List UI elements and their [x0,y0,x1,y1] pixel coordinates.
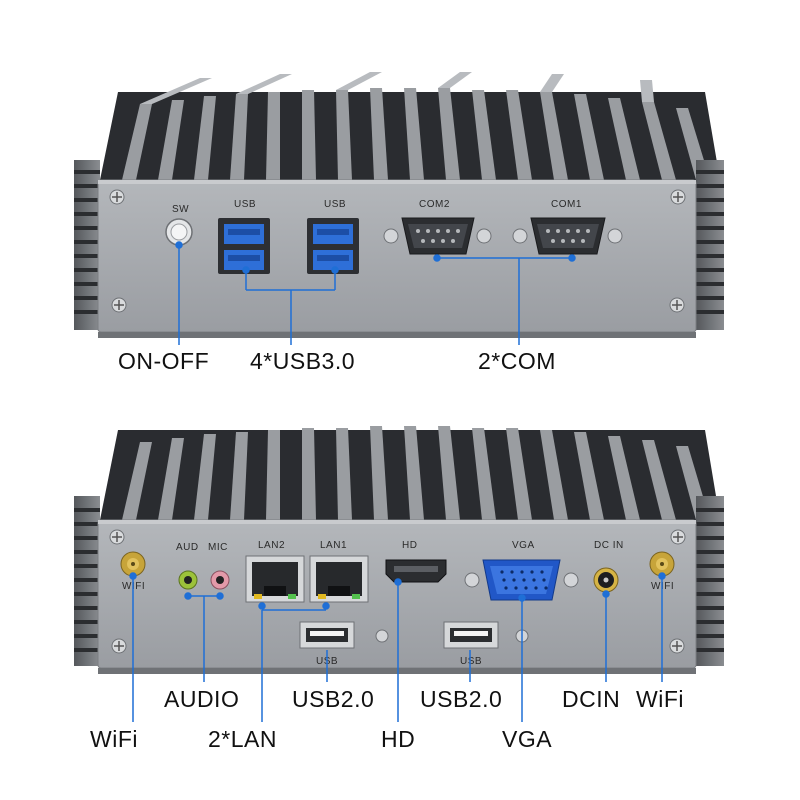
hd-label: HD [402,540,417,551]
callout-vga: VGA [502,726,553,752]
audio-jack[interactable] [178,570,198,590]
mic-label: MIC [208,542,228,553]
screw-icon [109,189,686,313]
dc-in-port[interactable] [593,567,619,593]
callout-lines-top [175,241,576,345]
usb2-port-left[interactable] [299,621,355,649]
callout-usb20-left: USB2.0 [292,686,375,712]
side-fins-right [696,160,724,330]
usb3-port-stack-left[interactable] [218,218,270,274]
wifi-antenna-port-left[interactable] [120,551,146,577]
rear-panel-view: WIFI AUD MIC LAN2 LAN1 [0,400,800,800]
vga-label: VGA [512,540,535,551]
vga-port[interactable] [464,559,579,601]
side-fins-left [74,160,100,330]
callout-audio: AUDIO [164,686,240,712]
callout-lan: 2*LAN [208,726,277,752]
callout-dcin: DCIN [562,686,621,712]
dcin-label: DC IN [594,540,624,551]
usb-label-right: USB [324,199,346,210]
callout-usb30: 4*USB3.0 [250,348,356,374]
side-fins-left [74,496,100,666]
com1-port[interactable] [512,217,623,255]
callout-usb20-right: USB2.0 [420,686,503,712]
com1-label: COM1 [551,199,582,210]
lan2-label: LAN2 [258,540,285,551]
aud-label: AUD [176,542,199,553]
heatsink-fins [100,426,720,520]
screw-icon [109,529,686,654]
mic-jack[interactable] [210,570,230,590]
lan2-port[interactable] [245,555,305,603]
callout-lines-bottom [129,572,666,722]
usb-label-right: USB [460,656,482,667]
usb3-port-stack-right[interactable] [307,218,359,274]
front-panel-view: SW USB USB COM2 COM1 [74,72,724,374]
rear-panel-illustration: WIFI AUD MIC LAN2 LAN1 [74,426,724,722]
heatsink-fins [100,72,720,180]
usb-label-left: USB [234,199,256,210]
lan1-port[interactable] [309,555,369,603]
front-panel-illustration: SW USB USB COM2 COM1 [74,72,724,345]
callout-wifi-right: WiFi [636,686,684,712]
usb2-port-right[interactable] [443,621,499,649]
wifi-antenna-port-right[interactable] [649,551,675,577]
hdmi-port[interactable] [385,559,447,583]
com2-port[interactable] [383,217,492,255]
callout-wifi-left: WiFi [90,726,138,752]
side-fins-right [696,496,724,666]
lan1-label: LAN1 [320,540,347,551]
power-button[interactable] [165,218,193,246]
callout-hd: HD [381,726,416,752]
callout-com: 2*COM [478,348,556,374]
callout-on-off: ON-OFF [118,348,210,374]
sw-label: SW [172,204,189,215]
com2-label: COM2 [419,199,450,210]
front-faceplate [97,179,697,333]
